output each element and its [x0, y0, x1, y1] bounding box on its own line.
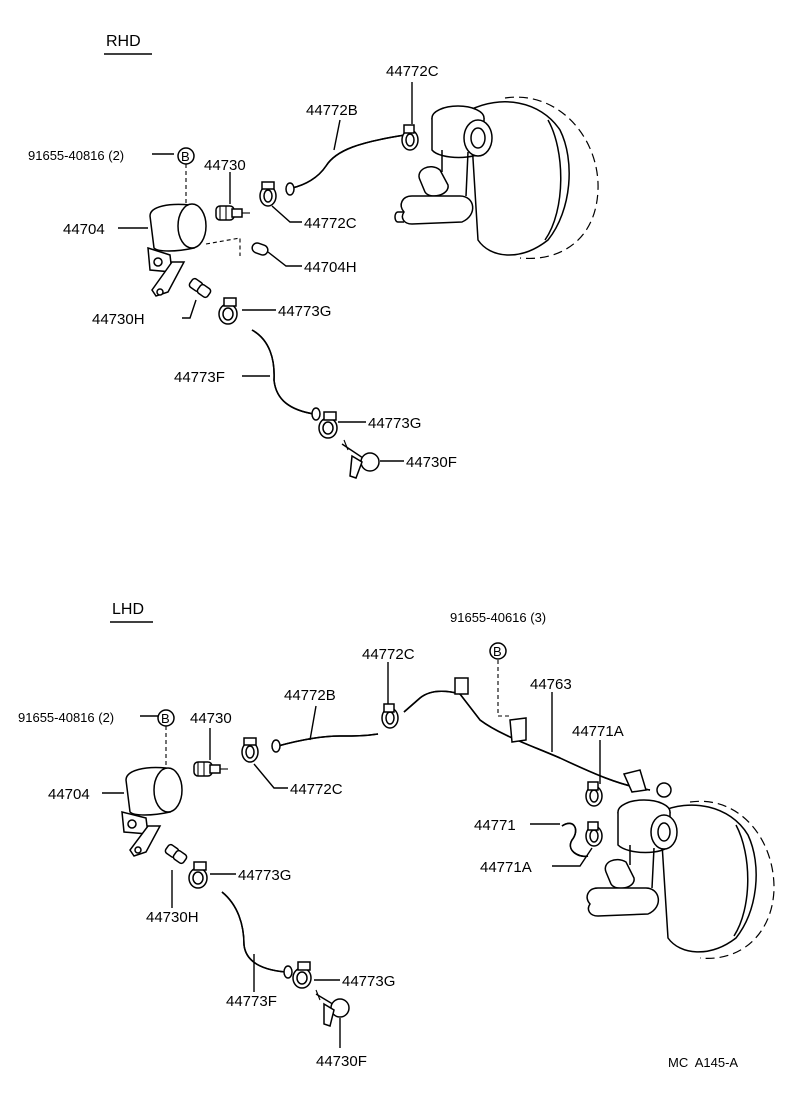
rhd-title: RHD [106, 33, 141, 50]
lhd-label-44730: 44730 [190, 710, 232, 727]
rhd-valve-44730h [188, 277, 212, 299]
svg-text:B: B [161, 711, 170, 726]
lhd-canister-44704 [121, 766, 183, 857]
rhd-label-bolt: 91655-40816 (2) [28, 148, 124, 163]
svg-text:B: B [493, 644, 502, 659]
lhd-valve-44730h [164, 843, 188, 865]
lhd-valve-44730 [193, 761, 228, 777]
rhd-valve-44730f [341, 439, 380, 479]
lhd-section: LHD [18, 601, 775, 1070]
lhd-label-44771a-a: 44771A [572, 723, 624, 740]
rhd-hose-44773f [251, 329, 315, 415]
lhd-label-44772b: 44772B [284, 687, 336, 704]
lhd-label-bolt: 91655-40816 (2) [18, 710, 114, 725]
lhd-label-44773f: 44773F [226, 993, 277, 1010]
rhd-clamp-44772c [259, 181, 277, 207]
svg-text:B: B [181, 149, 190, 164]
lhd-valve-44730f [315, 989, 350, 1027]
rhd-clamp-44772c-top [401, 124, 419, 151]
rhd-canister-44704 [147, 203, 207, 297]
rhd-ref-marker: B [177, 147, 195, 165]
rhd-label-44773f: 44773F [174, 369, 225, 386]
rhd-label-44773g-a: 44773G [278, 303, 331, 320]
lhd-clamp-44773g-a [188, 861, 208, 889]
rhd-joint-44704h [251, 242, 269, 256]
rhd-label-44772c: 44772C [304, 215, 357, 232]
lhd-label-44772c-top: 44772C [362, 646, 415, 663]
lhd-label-44771: 44771 [474, 817, 516, 834]
lhd-label-bolt-top: 91655-40616 (3) [450, 610, 546, 625]
rhd-clamp-44773g-b [318, 411, 338, 439]
rhd-clamp-44773g-a [218, 297, 238, 325]
lhd-label-44704: 44704 [48, 786, 90, 803]
rhd-label-44773g-b: 44773G [368, 415, 421, 432]
lhd-label-44763: 44763 [530, 676, 572, 693]
lhd-label-44772c: 44772C [290, 781, 343, 798]
rhd-section: RHD [28, 33, 599, 479]
lhd-clamp-44772c-top [381, 703, 399, 729]
lhd-label-44773g-a: 44773G [238, 867, 291, 884]
lhd-brake-booster [586, 799, 775, 959]
lhd-ref-marker-top: B [489, 642, 507, 660]
lhd-label-44771a-b: 44771A [480, 859, 532, 876]
rhd-label-44730: 44730 [204, 157, 246, 174]
rhd-label-44772b: 44772B [306, 102, 358, 119]
lhd-clamp-44771a-a [585, 781, 603, 807]
lhd-clamp-44773g-b [292, 961, 312, 989]
lhd-clamp-44772c [241, 737, 259, 763]
rhd-brake-booster [394, 96, 599, 260]
rhd-valve-44730 [215, 205, 250, 221]
lhd-pipe-44763 [403, 677, 672, 798]
lhd-ref-marker: B [157, 709, 175, 727]
rhd-label-44772c-top: 44772C [386, 63, 439, 80]
lhd-clamp-44771a-b [585, 821, 603, 847]
lhd-label-44773g-b: 44773G [342, 973, 395, 990]
rhd-label-44730f: 44730F [406, 454, 457, 471]
rhd-label-44730h: 44730H [92, 311, 145, 328]
lhd-label-44730h: 44730H [146, 909, 199, 926]
rhd-label-44704: 44704 [63, 221, 105, 238]
rhd-label-44704h: 44704H [304, 259, 357, 276]
lhd-title: LHD [112, 601, 144, 618]
rhd-hose-44772b [291, 134, 406, 189]
lhd-label-44730f: 44730F [316, 1053, 367, 1070]
diagram-code: MC A145-A [668, 1055, 738, 1070]
